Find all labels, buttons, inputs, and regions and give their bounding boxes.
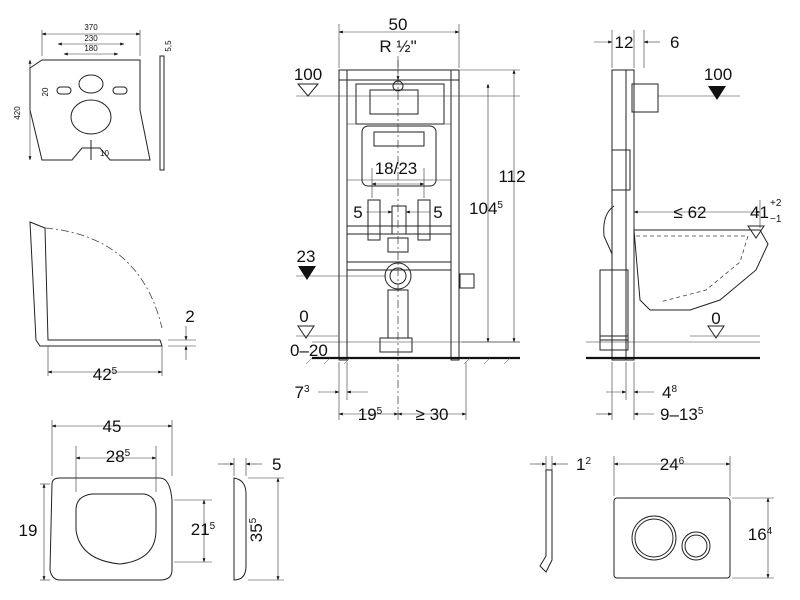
- insulation-mat-view: 370 230 180 420 20 10 5,5: [13, 23, 173, 171]
- side-depth-b: 6: [670, 33, 679, 52]
- lid-side-view: 5 355: [218, 455, 284, 581]
- plate-width: 246: [660, 455, 685, 474]
- seat-depth: 425: [93, 365, 118, 384]
- frame-front-view: 50 R ½" 18/23 5 5 100 23 0 0–20 112 1045: [290, 15, 526, 424]
- side-bowl-height: 41: [750, 203, 769, 222]
- seat-side-view: 425 2: [29, 221, 196, 384]
- side-level-top: 100: [704, 65, 732, 84]
- frame-floor-range: 0–20: [290, 341, 328, 360]
- frame-bottom-a: 73: [294, 383, 309, 402]
- actuator-plate-front: 246 164: [613, 455, 774, 579]
- frame-offset-left: 5: [353, 203, 362, 222]
- lid-side-thickness: 5: [272, 455, 281, 474]
- frame-spacing: 18/23: [375, 159, 418, 178]
- plate-thickness: 12: [576, 455, 591, 474]
- side-bowl-depth: ≤ 62: [674, 203, 707, 222]
- mat-width-inner: 180: [84, 44, 98, 53]
- side-level-zero: 0: [711, 309, 720, 328]
- mat-width-mid: 230: [84, 34, 98, 43]
- pipe-thread: R ½": [379, 37, 416, 56]
- lid-height-right: 215: [191, 520, 216, 539]
- side-bottom-b: 9–135: [660, 405, 704, 424]
- plate-height: 164: [748, 525, 773, 544]
- frame-level-zero: 0: [299, 307, 308, 326]
- mat-width-total: 370: [84, 23, 98, 32]
- plate-side-view: 12: [530, 455, 591, 573]
- frame-width: 50: [389, 15, 408, 34]
- mat-slot-width: 10: [100, 149, 109, 158]
- lid-height-left: 19: [19, 521, 38, 540]
- seat-height: 2: [185, 307, 194, 326]
- frame-level-top: 100: [294, 65, 322, 84]
- lid-width: 45: [103, 417, 122, 436]
- mat-hole-height: 20: [41, 87, 50, 96]
- frame-offset-right: 5: [433, 203, 442, 222]
- frame-side-view: 12 6 100 ≤ 62 41 +2 −1 0 48 9–135: [586, 30, 782, 424]
- lid-inner-width: 285: [106, 447, 131, 466]
- side-bowl-tol-minus: −1: [770, 214, 782, 225]
- frame-level-mid: 23: [297, 247, 316, 266]
- side-bowl-tol-plus: +2: [770, 198, 782, 209]
- floor-hatch: [305, 357, 511, 365]
- frame-bottom-c: ≥ 30: [416, 405, 449, 424]
- side-depth-a: 12: [615, 33, 634, 52]
- mat-height: 420: [13, 106, 22, 120]
- frame-height-inner: 1045: [469, 199, 503, 218]
- side-bottom-a: 48: [662, 383, 677, 402]
- mat-thickness: 5,5: [164, 40, 173, 52]
- frame-bottom-b: 195: [358, 405, 383, 424]
- lid-side-height: 355: [247, 517, 266, 542]
- lid-front-view: 45 285 19 215: [19, 417, 216, 581]
- frame-height-total: 112: [498, 167, 525, 186]
